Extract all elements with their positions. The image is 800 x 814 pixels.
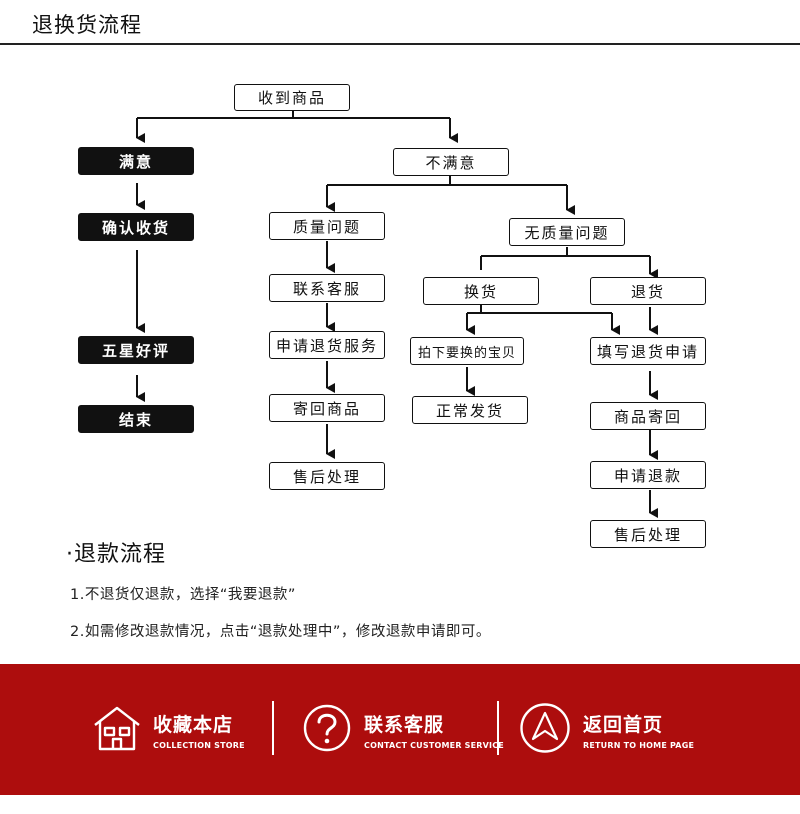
- connector-unsatisfied: [327, 176, 567, 186]
- node-no-quality-issue: 无质量问题: [509, 218, 625, 246]
- collect-store-button[interactable]: 收藏本店 COLLECTION STORE: [93, 664, 245, 795]
- node-quality-issue: 质量问题: [269, 212, 385, 240]
- node-apply-refund: 申请退款: [590, 461, 706, 489]
- house-icon: [93, 705, 141, 755]
- refund-title: 退款流程: [74, 542, 167, 567]
- collect-store-label: 收藏本店: [153, 713, 234, 736]
- collect-store-sub: COLLECTION STORE: [153, 740, 245, 750]
- question-icon: [302, 703, 352, 757]
- return-home-button[interactable]: 返回首页 RETURN TO HOME PAGE: [519, 664, 694, 795]
- refund-rule-2: 2.如需修改退款情况，点击“退款处理中”，修改退款申请即可。: [70, 624, 491, 640]
- node-exchange: 换货: [423, 277, 539, 305]
- flow-connectors: [136, 110, 658, 518]
- up-arrow-icon: [519, 702, 571, 758]
- connector-exchange: [467, 304, 612, 314]
- refund-rule-1: 1.不退货仅退款，选择“我要退款”: [70, 587, 296, 603]
- connector-no-quality: [481, 247, 650, 257]
- page-title: 退换货流程: [32, 13, 142, 37]
- node-send-back-goods: 寄回商品: [269, 394, 385, 422]
- contact-service-button[interactable]: 联系客服 CONTACT CUSTOMER SERVICE: [302, 664, 504, 795]
- node-received: 收到商品: [234, 84, 350, 111]
- node-satisfied: 满意: [78, 147, 194, 175]
- connector-received: [137, 110, 450, 119]
- contact-service-sub: CONTACT CUSTOMER SERVICE: [364, 740, 504, 750]
- title-divider: [0, 43, 800, 45]
- node-contact-service: 联系客服: [269, 274, 385, 302]
- node-normal-shipping: 正常发货: [412, 396, 528, 424]
- node-five-star: 五星好评: [78, 336, 194, 364]
- node-fill-return-request: 填写退货申请: [590, 337, 706, 365]
- node-apply-return-service: 申请退货服务: [269, 331, 385, 359]
- refund-heading: ·退款流程: [66, 536, 166, 568]
- footer-divider-2: [497, 701, 499, 755]
- node-confirm-receipt: 确认收货: [78, 213, 194, 241]
- node-goods-send-back: 商品寄回: [590, 402, 706, 430]
- node-end: 结束: [78, 405, 194, 433]
- node-return-goods: 退货: [590, 277, 706, 305]
- node-order-replacement: 拍下要换的宝贝: [410, 337, 524, 365]
- node-after-sales-left: 售后处理: [269, 462, 385, 490]
- return-home-label: 返回首页: [583, 713, 664, 736]
- footer-divider-1: [272, 701, 274, 755]
- refund-bullet: ·: [66, 542, 74, 567]
- node-after-sales-right: 售后处理: [590, 520, 706, 548]
- node-unsatisfied: 不满意: [393, 148, 509, 176]
- contact-service-label: 联系客服: [364, 713, 445, 736]
- return-home-sub: RETURN TO HOME PAGE: [583, 740, 695, 750]
- footer-bar: 收藏本店 COLLECTION STORE 联系客服 CONTACT CUSTO…: [0, 664, 800, 795]
